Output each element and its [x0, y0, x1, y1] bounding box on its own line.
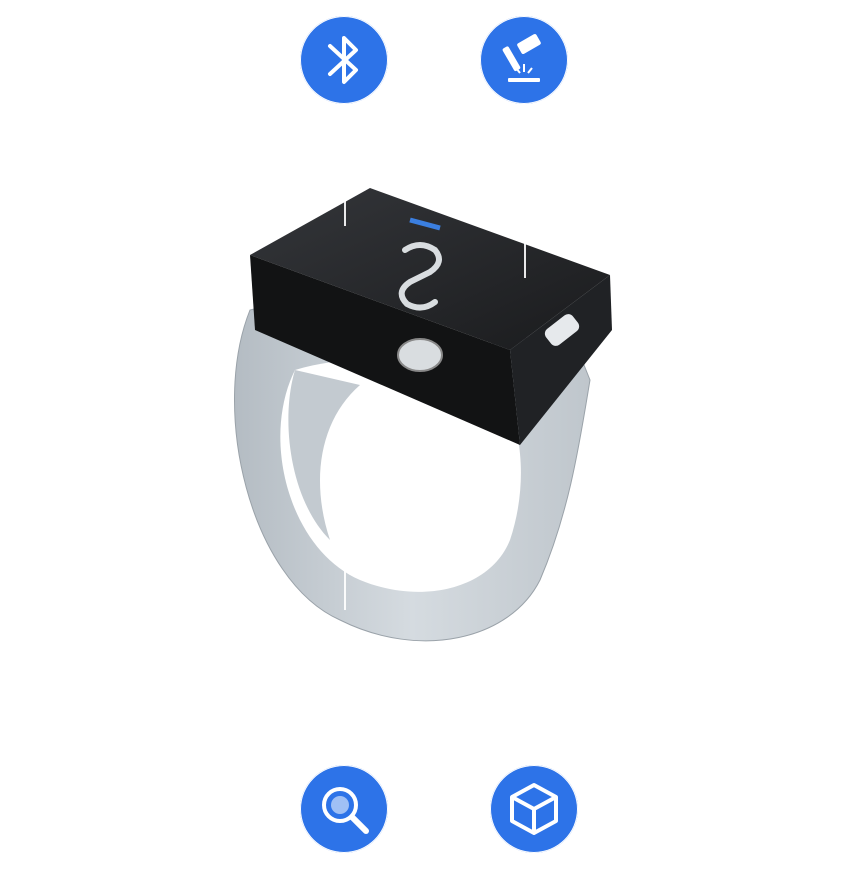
hammer-glyph [502, 34, 541, 82]
bluetooth-icon[interactable] [300, 16, 388, 104]
search-glyph [322, 787, 369, 834]
wearable-band-device-image [220, 180, 640, 680]
search-icon[interactable] [300, 765, 388, 853]
hammer-icon[interactable] [480, 16, 568, 104]
bluetooth-glyph [328, 36, 358, 84]
cube-glyph [510, 783, 558, 835]
cube-icon[interactable] [490, 765, 578, 853]
